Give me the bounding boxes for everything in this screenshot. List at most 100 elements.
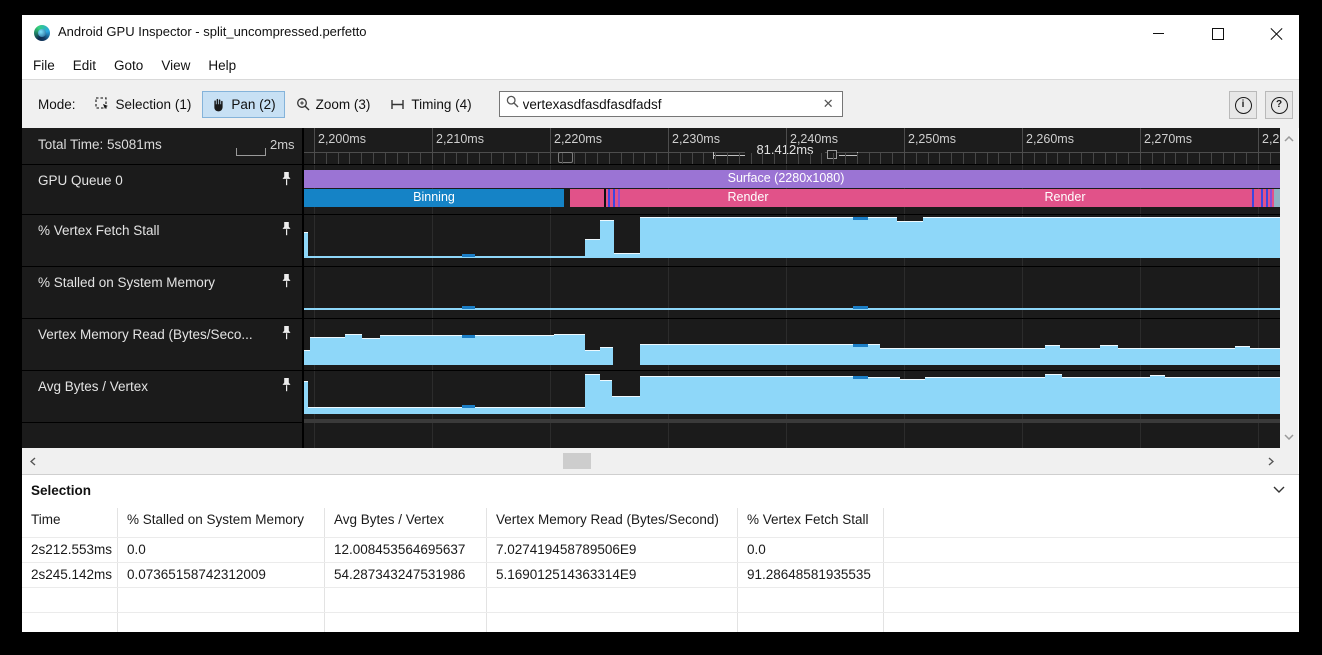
total-time-label: Total Time: 5s081ms (38, 137, 162, 152)
track-content[interactable] (304, 215, 1280, 266)
mode-button-zoom[interactable]: Zoom (3) (287, 91, 380, 118)
pin-icon[interactable] (281, 377, 292, 392)
minimize-button[interactable] (1136, 15, 1181, 52)
chart-fill-segment (308, 407, 585, 414)
timeline-gridline (1022, 165, 1023, 448)
close-button[interactable] (1254, 15, 1299, 52)
track-label-text: % Stalled on System Memory (38, 275, 216, 290)
info-button[interactable]: i (1229, 91, 1257, 119)
ruler-minor-tick (974, 153, 976, 164)
ruler-minor-tick (1175, 153, 1177, 164)
ruler-minor-tick (1104, 153, 1106, 164)
scroll-down-icon[interactable] (1284, 434, 1294, 440)
gpu-slice-surface[interactable]: Surface (2280x1080) (304, 170, 1280, 188)
table-header-cell: Vertex Memory Read (Bytes/Second) (487, 508, 738, 537)
scroll-right-icon[interactable] (1268, 457, 1274, 466)
menu-view[interactable]: View (161, 58, 191, 73)
pin-icon[interactable] (281, 273, 292, 288)
mode-button-pan[interactable]: Pan (2) (202, 90, 285, 118)
ruler-minor-tick (561, 153, 563, 164)
table-empty-row[interactable] (22, 613, 1299, 632)
ruler-baseline (304, 152, 1280, 153)
chart-fill-segment (880, 348, 1045, 365)
ruler-minor-tick (1269, 153, 1271, 164)
mode-button-selection[interactable]: Selection (1) (86, 91, 201, 118)
ruler-minor-tick (1010, 153, 1012, 164)
table-filler-cell (884, 538, 1299, 562)
gpu-slice-render[interactable]: Render (926, 189, 1280, 207)
pin-icon[interactable] (281, 325, 292, 340)
pin-icon[interactable] (281, 171, 292, 186)
ruler-minor-tick (892, 153, 894, 164)
track-content[interactable] (304, 267, 1280, 318)
ruler-minor-tick (939, 153, 941, 164)
ruler-minor-tick (609, 153, 610, 164)
menu-edit[interactable]: Edit (72, 58, 97, 73)
ruler-major-tick (1258, 128, 1259, 164)
scroll-up-icon[interactable] (1284, 136, 1294, 142)
table-empty-row[interactable] (22, 588, 1299, 613)
gpu-slice-render[interactable]: Render (570, 189, 926, 207)
table-cell: 12.008453564695637 (325, 538, 487, 562)
menu-goto[interactable]: Goto (114, 58, 144, 73)
chart-sample-tick (462, 335, 475, 338)
search-input[interactable] (518, 96, 821, 112)
mode-button-timing[interactable]: Timing (4) (381, 91, 480, 118)
maximize-button[interactable] (1195, 15, 1240, 52)
scroll-left-icon[interactable] (30, 457, 36, 466)
cursor-artifact-icon (558, 152, 573, 163)
ruler-minor-tick (632, 153, 634, 164)
chart-fill-segment (585, 350, 600, 365)
ruler-minor-tick (656, 153, 658, 164)
table-header-cell: Time (22, 508, 118, 537)
chart-fill-segment (614, 253, 640, 258)
timeline-gridline (1258, 165, 1259, 448)
timeline-gridline (314, 165, 315, 448)
chart-fill-segment (1062, 377, 1150, 414)
timeline-gridline (1140, 165, 1141, 448)
ruler-minor-tick (1057, 153, 1059, 164)
menu-file[interactable]: File (33, 58, 55, 73)
horizontal-scrollbar-thumb[interactable] (563, 453, 591, 469)
table-filler-cell (884, 588, 1299, 612)
ruler-minor-tick (703, 153, 705, 164)
chart-fill-segment (310, 337, 345, 365)
track-content[interactable] (304, 371, 1280, 422)
timeline-gridline (904, 165, 905, 448)
ruler-minor-tick (1069, 153, 1071, 164)
help-button[interactable]: ? (1265, 91, 1293, 119)
ruler-minor-tick (396, 153, 398, 164)
table-cell (325, 588, 487, 612)
ruler-major-tick (550, 128, 551, 164)
gpu-slice-boundary (1252, 189, 1254, 207)
horizontal-scrollbar[interactable] (22, 448, 1298, 474)
clear-search-icon[interactable]: ✕ (822, 96, 834, 111)
mode-button-label: Timing (4) (411, 96, 472, 112)
table-cell (325, 613, 487, 632)
help-icon: ? (1270, 96, 1288, 114)
chart-fill-segment (925, 377, 1045, 414)
track-content[interactable] (304, 319, 1280, 370)
track-label-stalled-on-system-memory: % Stalled on System Memory (22, 267, 302, 318)
ruler-minor-tick (597, 153, 599, 164)
timeline-ruler[interactable]: Total Time: 5s081ms 2ms 81.412ms 2,200ms… (22, 128, 1298, 165)
chart-sample-tick (853, 306, 868, 309)
vertical-scrollbar[interactable] (1280, 128, 1298, 448)
ruler-minor-tick (797, 153, 799, 164)
gpu-slice-binning[interactable]: Binning (304, 189, 564, 207)
pin-icon[interactable] (281, 221, 292, 236)
gpu-slice-boundary (608, 189, 610, 207)
selection-header[interactable]: Selection (22, 475, 1299, 508)
gpu-slice-boundary (1274, 189, 1280, 207)
table-cell (118, 613, 325, 632)
track-row: Vertex Memory Read (Bytes/Seco... (22, 319, 1280, 371)
chevron-down-icon[interactable] (1273, 486, 1285, 493)
menu-help[interactable]: Help (208, 58, 237, 73)
ruler-tick-label: 2,220ms (554, 132, 602, 146)
